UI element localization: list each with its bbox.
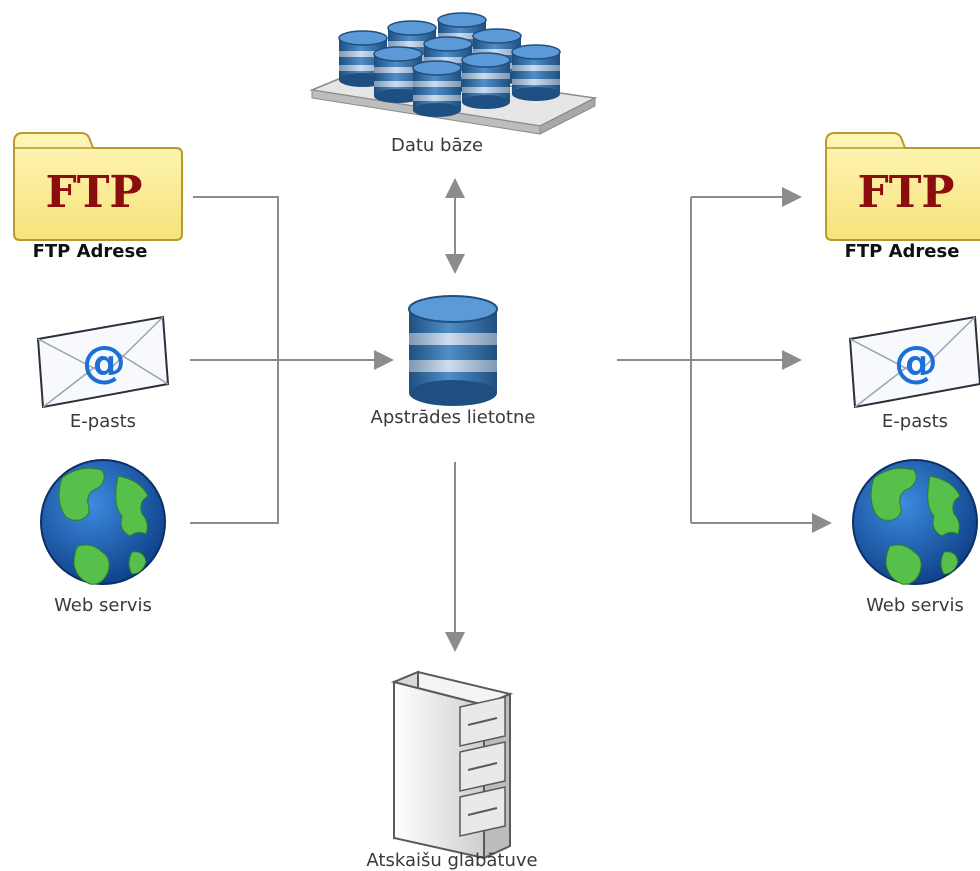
target-ftp-node: FTP FTP Adrese	[825, 132, 980, 262]
target-web-label: Web servis	[866, 595, 964, 616]
target-email-label: E-pasts	[882, 411, 948, 432]
connector-web-to-merge	[190, 360, 279, 524]
target-ftp-icon-text: FTP	[857, 167, 954, 218]
database-label: Datu bāze	[391, 135, 483, 156]
globe-icon	[852, 459, 978, 585]
target-email-icon-text: @	[894, 337, 938, 388]
ftp-folder-icon: FTP	[13, 132, 183, 241]
report-storage-node: Atskaišu glabātuve	[366, 670, 538, 871]
target-ftp-label: FTP Adrese	[845, 241, 960, 262]
target-email-node: @ E-pasts	[848, 315, 980, 432]
connectors	[190, 178, 832, 652]
email-envelope-icon: @	[36, 315, 170, 409]
source-ftp-node: FTP FTP Adrese	[13, 132, 183, 262]
source-ftp-icon-text: FTP	[45, 167, 142, 218]
source-web-node: Web servis	[40, 459, 166, 616]
ftp-folder-icon: FTP	[825, 132, 980, 241]
database-cluster-icon	[309, 12, 598, 135]
database-node: Datu bāze	[309, 12, 598, 156]
source-web-label: Web servis	[54, 595, 152, 616]
source-ftp-label: FTP Adrese	[33, 241, 148, 262]
source-email-label: E-pasts	[70, 411, 136, 432]
connector-ftp-to-merge	[193, 196, 279, 360]
processing-app-node: Apstrādes lietotne	[371, 295, 536, 428]
processing-app-label: Apstrādes lietotne	[371, 407, 536, 428]
target-web-node: Web servis	[852, 459, 978, 616]
file-cabinet-server-icon	[390, 670, 514, 860]
report-storage-label: Atskaišu glabātuve	[366, 850, 537, 871]
database-cylinder-icon	[408, 295, 498, 406]
source-email-icon-text: @	[82, 337, 126, 388]
globe-icon	[40, 459, 166, 585]
source-email-node: @ E-pasts	[36, 315, 170, 432]
email-envelope-icon: @	[848, 315, 980, 409]
